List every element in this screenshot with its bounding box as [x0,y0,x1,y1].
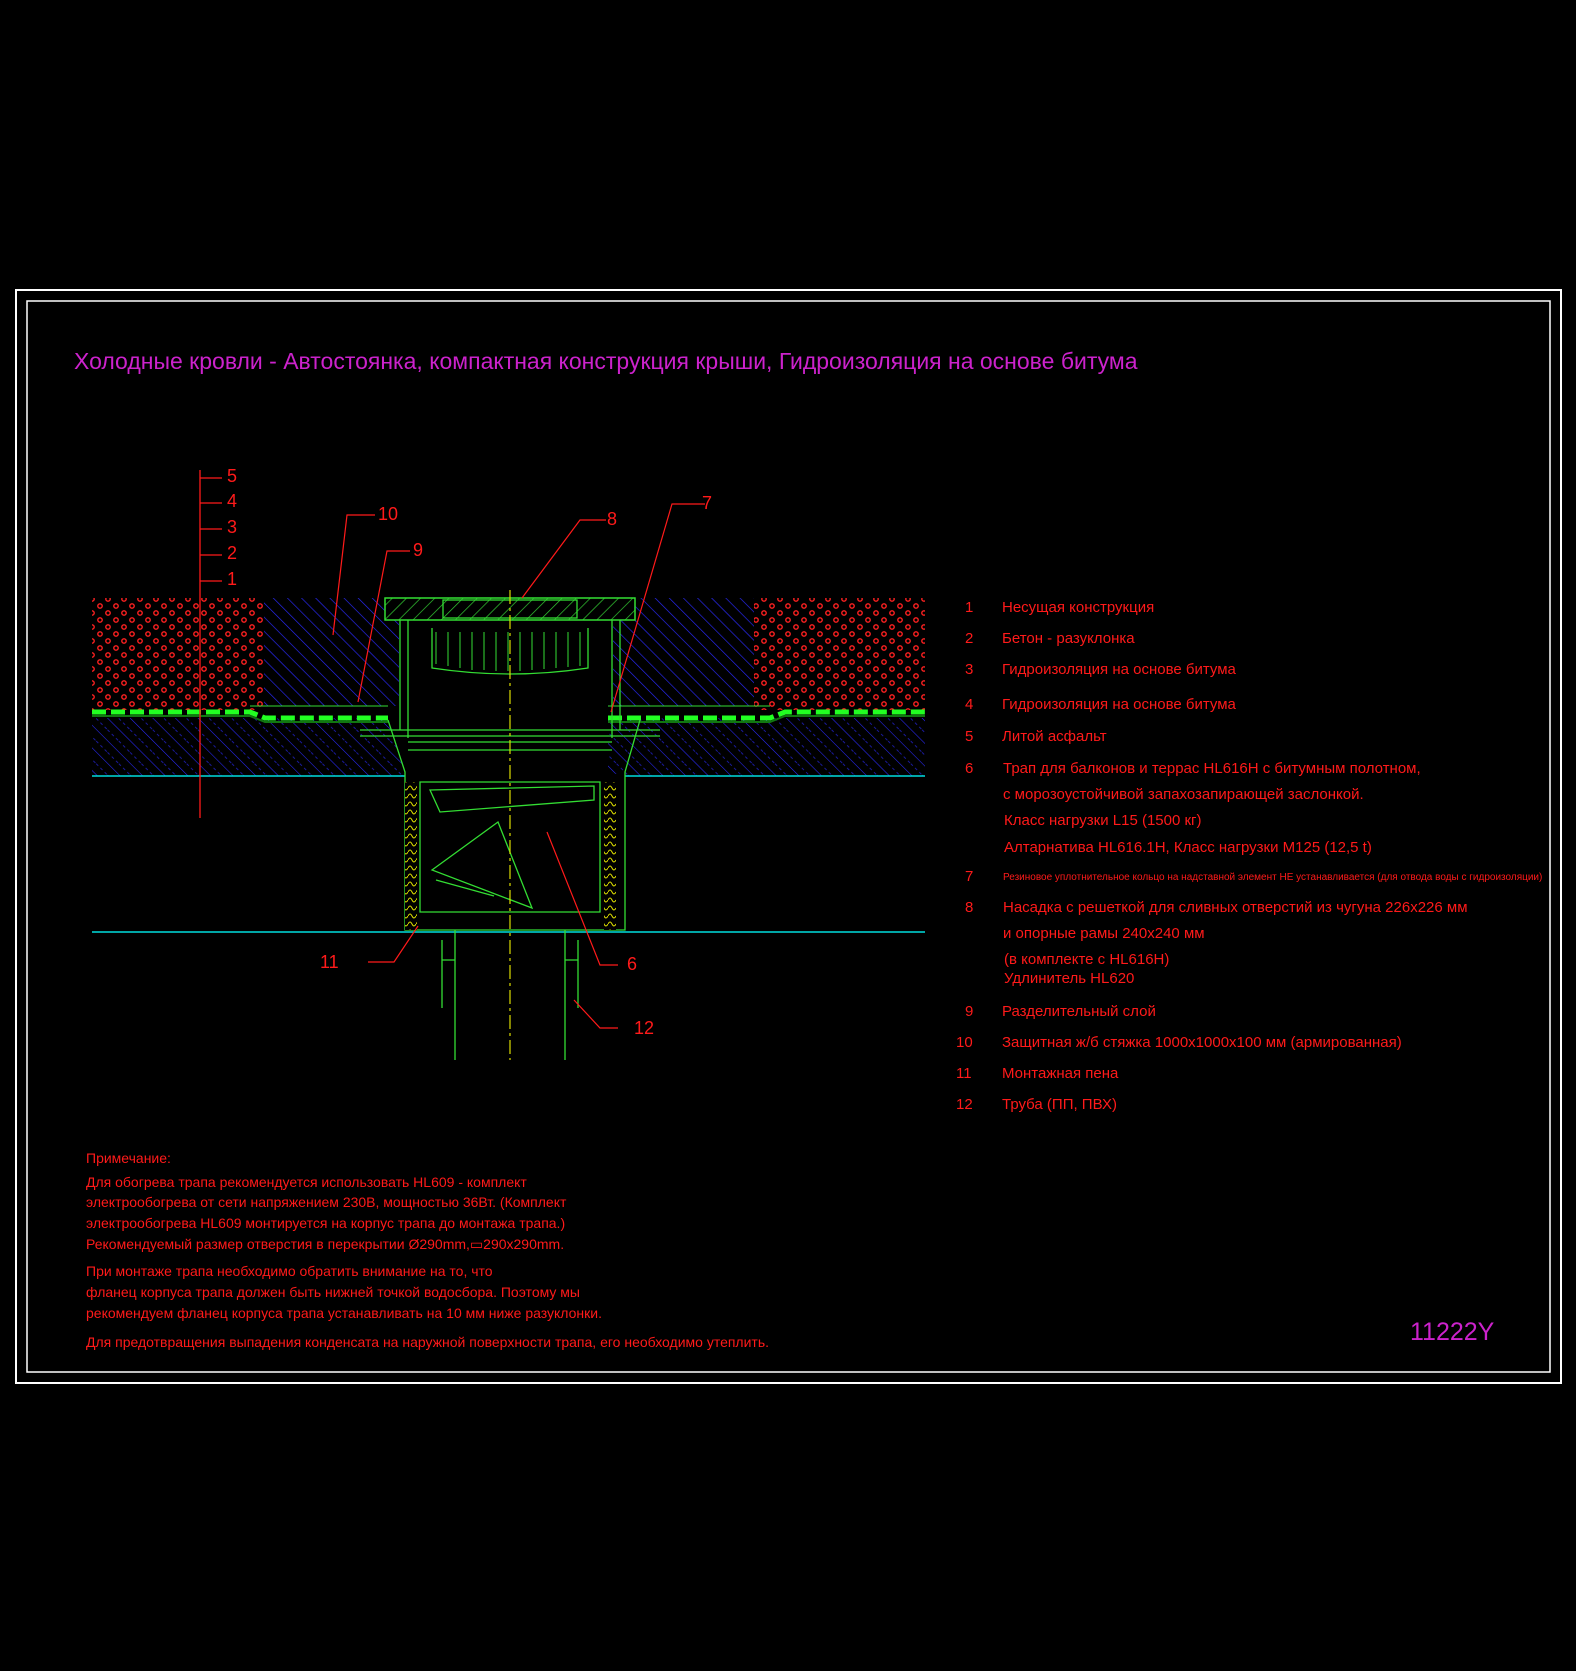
callout-8: 8 [607,509,618,529]
notes-p1-line2: электрообогрева от сети напряжением 230В… [86,1194,567,1210]
legend-text-2: Бетон - разуклонка [1002,630,1135,647]
legend-text-6-line1: Трап для балконов и террас HL616H с биту… [1003,760,1421,777]
notes-heading: Примечание: [86,1150,171,1166]
legend-num-1: 1 [965,599,974,616]
outer-frame [15,289,1562,1384]
notes-p2-line2: фланец корпуса трапа должен быть нижней … [86,1284,580,1300]
insulation-right [604,782,616,930]
drain-assembly [360,597,660,1060]
legend-num-4: 4 [965,696,974,713]
legend-text-6-line4: Алтарнатива HL616.1H, Класс нагрузки M12… [1004,839,1372,856]
legend-text-12: Труба (ПП, ПВХ) [1002,1096,1117,1113]
waterproofing-membrane [92,705,925,723]
legend-text-4: Гидроизоляция на основе битума [1002,696,1236,713]
layer-mark-4: 4 [227,491,238,511]
layer-mark-3: 3 [227,517,238,537]
legend-num-5: 5 [965,728,974,745]
drawing-code: 11222Y [1410,1318,1495,1346]
legend-text-6-line3: Класс нагрузки L15 (1500 кг) [1004,812,1202,829]
legend-num-11: 11 [956,1065,972,1082]
notes-p1-line4: Рекомендуемый размер отверстия в перекры… [86,1236,565,1252]
legend-text-6-line2: с морозоустойчивой запахозапирающей засл… [1003,786,1364,803]
callout-12: 12 [634,1018,655,1038]
notes-p3-line1: Для предотвращения выпадения конденсата … [86,1334,770,1350]
legend-text-8-line3: (в комплекте с HL616H) [1004,951,1170,968]
legend-text-10: Защитная ж/б стяжка 1000x1000x100 мм (ар… [1002,1034,1402,1051]
inner-frame [26,300,1551,1373]
protective-screed-left [264,598,399,706]
legend-text-1: Несущая конструкция [1002,599,1155,616]
layer-mark-5: 5 [227,466,238,486]
callout-9: 9 [413,540,424,560]
legend-num-3: 3 [965,661,974,678]
legend-text-5: Литой асфальт [1002,728,1107,745]
callout-6: 6 [627,954,638,974]
load-bearing-structure [92,718,925,776]
legend-num-8: 8 [965,899,974,916]
legend-num-6: 6 [965,760,974,777]
notes-p2-line1: При монтаже трапа необходимо обратить вн… [86,1263,493,1279]
layer-marks [199,470,222,818]
legend-text-8-line4: Удлинитель HL620 [1004,970,1135,987]
legend-text-8-line1: Насадка с решеткой для сливных отверстий… [1003,899,1468,916]
asphalt-right [754,598,925,710]
callout-leaders [332,503,705,1029]
legend-num-10: 10 [956,1034,973,1051]
legend-text-8-line2: и опорные рамы 240x240 мм [1003,925,1205,942]
legend-text-9: Разделительный слой [1002,1003,1156,1020]
insulation-left [405,782,417,930]
legend-num-2: 2 [965,630,974,647]
protective-screed-right [613,598,754,706]
notes-p1-line1: Для обогрева трапа рекомендуется использ… [86,1174,527,1190]
notes-p2-line3: рекомендуем фланец корпуса трапа устанав… [86,1305,602,1321]
callout-11: 11 [320,952,339,972]
asphalt-left [92,598,264,710]
drawing-title: Холодные кровли - Автостоянка, компактна… [74,348,1138,374]
legend-text-7: Резиновое уплотнительное кольцо на надст… [1003,872,1543,883]
layer-mark-1: 1 [227,569,238,589]
legend-text-3: Гидроизоляция на основе битума [1002,661,1236,678]
layer-mark-2: 2 [227,543,238,563]
legend-text-11: Монтажная пена [1002,1065,1119,1082]
legend-num-7: 7 [965,868,974,885]
legend-num-9: 9 [965,1003,974,1020]
callout-7: 7 [702,493,713,513]
callout-10: 10 [378,504,399,524]
notes-p1-line3: электрообогрева HL609 монтируется на кор… [86,1215,566,1231]
legend-num-12: 12 [956,1096,973,1113]
